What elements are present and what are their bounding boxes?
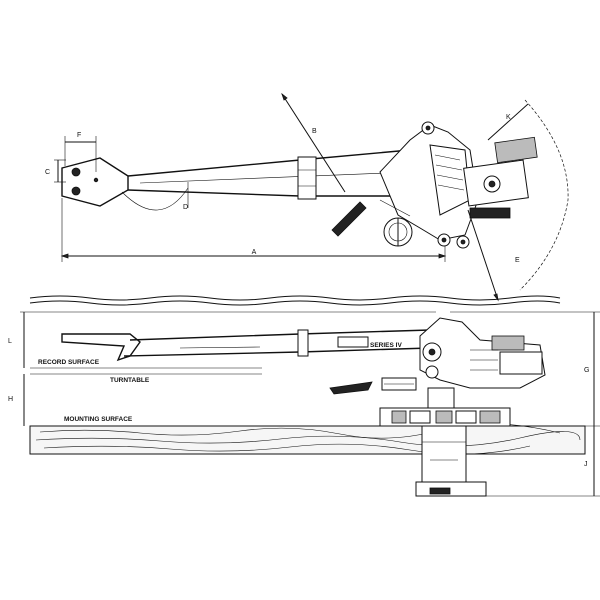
dimension-f: F <box>64 132 97 172</box>
side-view: RECORD SURFACE TURNTABLE MOUNTING SURFAC… <box>8 311 600 497</box>
pivot-side <box>329 317 546 497</box>
dimension-a: A <box>60 198 447 262</box>
label-e: E <box>515 257 520 264</box>
dimension-b: B <box>281 92 346 193</box>
dimension-e: E <box>467 209 520 302</box>
pivot-assembly-top <box>331 121 538 249</box>
headshell-side <box>61 333 141 362</box>
label-c: C <box>45 169 50 176</box>
dimension-k: K <box>487 99 569 291</box>
label-h: H <box>8 396 13 403</box>
series-badge: SERIES IV <box>370 342 402 349</box>
dimension-l: L <box>8 311 436 368</box>
record-surface-label: RECORD SURFACE <box>38 359 100 366</box>
label-a: A <box>252 249 257 256</box>
label-g: G <box>584 367 589 374</box>
arm-tube-side: SERIES IV <box>123 329 431 357</box>
break-lines <box>29 295 561 306</box>
dimension-h: H <box>8 374 25 426</box>
dimension-g: G <box>450 311 600 427</box>
mounting-surface-label: MOUNTING SURFACE <box>64 416 133 423</box>
top-view: A B C D E F <box>45 92 569 302</box>
dimension-d: D <box>121 182 189 211</box>
turntable-label: TURNTABLE <box>110 377 150 384</box>
label-f: F <box>77 132 81 139</box>
dimension-j: J <box>486 426 600 497</box>
mounting-board: MOUNTING SURFACE <box>29 416 586 455</box>
arm-tube-top <box>127 149 411 200</box>
label-k: K <box>506 114 511 121</box>
label-l: L <box>8 338 12 345</box>
headshell-top <box>61 157 129 207</box>
label-d: D <box>183 204 188 211</box>
label-j: J <box>584 461 588 468</box>
label-b: B <box>312 128 317 135</box>
dimension-c: C <box>45 159 66 183</box>
